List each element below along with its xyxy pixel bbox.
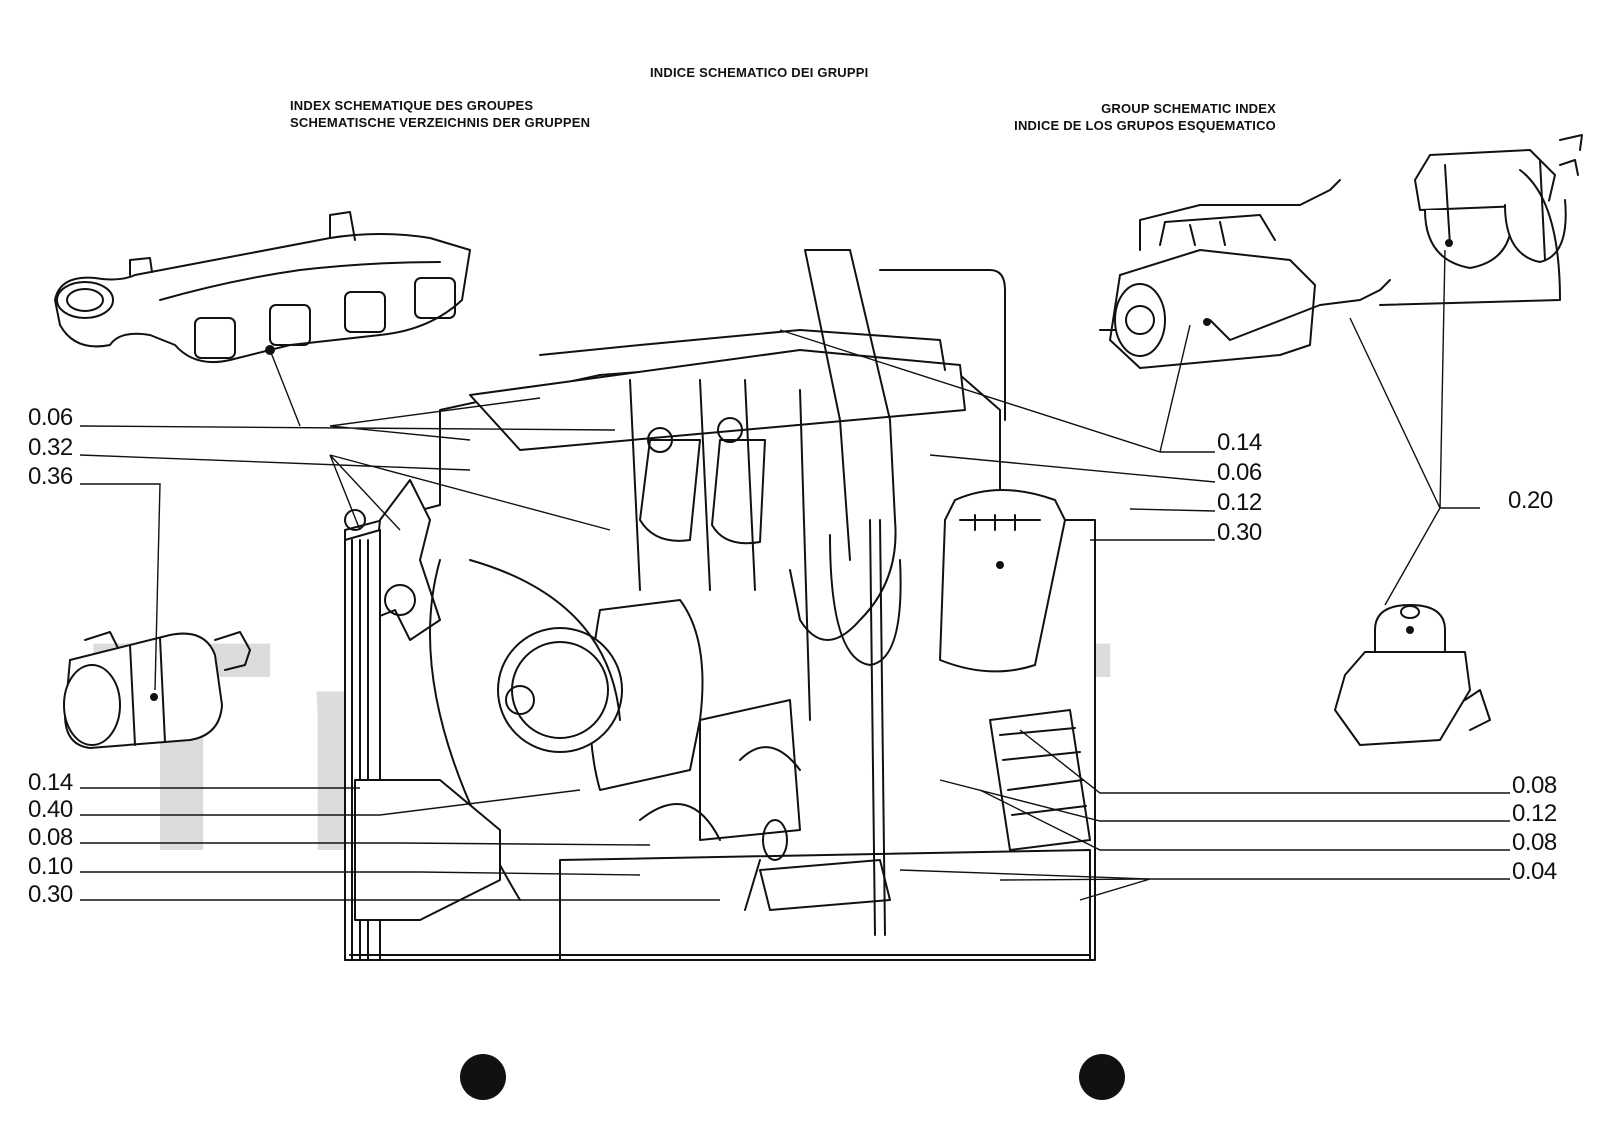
callout-left-7: 0.10 <box>28 853 73 880</box>
callout-left-6: 0.08 <box>28 824 73 851</box>
callout-right-4: 0.30 <box>1217 519 1262 546</box>
callout-left-4: 0.14 <box>28 769 73 796</box>
subtitle-left-line2: SCHEMATISCHE VERZEICHNIS DER GRUPPEN <box>290 115 591 130</box>
subtitle-left-line1: INDEX SCHEMATIQUE DES GROUPES <box>290 98 534 113</box>
callout-left-8: 0.30 <box>28 881 73 908</box>
callout-right-3: 0.12 <box>1217 489 1262 516</box>
subtitle-right-line1: GROUP SCHEMATIC INDEX <box>1101 101 1276 116</box>
callout-right-8: 0.08 <box>1512 829 1557 856</box>
oil-filter <box>939 489 1066 673</box>
callout-right-9: 0.04 <box>1512 858 1557 885</box>
callout-right-7: 0.12 <box>1512 800 1557 827</box>
radiator <box>344 509 501 961</box>
subtitle-left: INDEX SCHEMATIQUE DES GROUPES SCHEMATISC… <box>290 97 590 131</box>
callout-left-2: 0.32 <box>28 434 73 461</box>
callout-left-3: 0.36 <box>28 463 73 490</box>
fuel-filter <box>1379 134 1583 306</box>
feed-pump <box>1334 604 1491 746</box>
starter-motor <box>63 631 251 749</box>
subtitle-right: GROUP SCHEMATIC INDEX INDICE DE LOS GRUP… <box>1014 100 1276 134</box>
leader-lines <box>79 249 1510 901</box>
callout-right-1: 0.14 <box>1217 429 1262 456</box>
callout-right-6: 0.08 <box>1512 772 1557 799</box>
page-title: INDICE SCHEMATICO DEI GRUPPI <box>650 65 869 80</box>
engine-block <box>344 249 1096 961</box>
callout-left-1: 0.06 <box>28 404 73 431</box>
injection-pump <box>1099 179 1391 369</box>
callout-right-2: 0.06 <box>1217 459 1262 486</box>
exhaust-manifold <box>54 211 471 364</box>
punch-hole-right <box>1079 1054 1125 1100</box>
punch-hole-left <box>460 1054 506 1100</box>
callout-right-5: 0.20 <box>1508 487 1553 514</box>
callout-left-5: 0.40 <box>28 796 73 823</box>
subtitle-right-line2: INDICE DE LOS GRUPOS ESQUEMATICO <box>1014 118 1276 133</box>
